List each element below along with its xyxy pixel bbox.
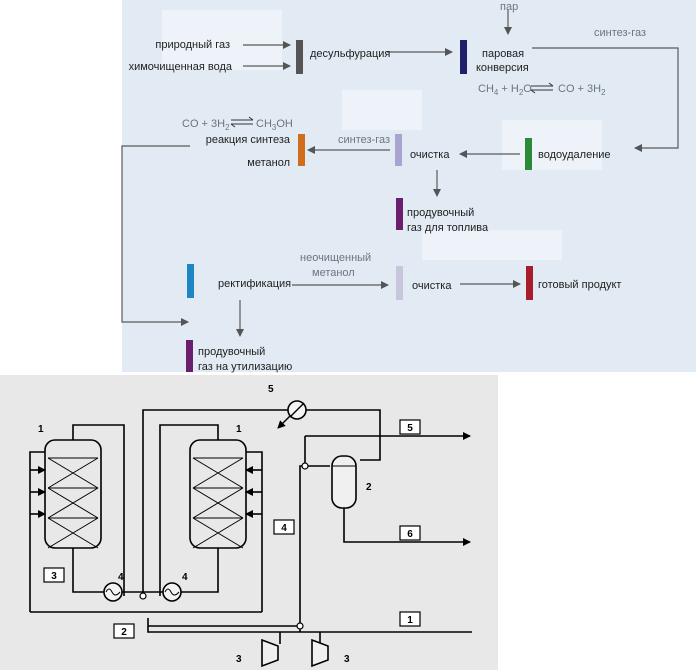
purge-util-marker xyxy=(186,340,193,372)
methanol-synthesis-label-2: метанол xyxy=(247,157,290,169)
exchanger-right-label: 4 xyxy=(182,572,188,583)
box-4-label: 4 xyxy=(281,523,287,534)
rectification-marker xyxy=(187,264,194,298)
numbered-boxes: 3 2 4 5 6 1 xyxy=(43,419,421,639)
junction-dots xyxy=(139,462,309,630)
reactor-right-label: 1 xyxy=(236,424,242,435)
product-marker xyxy=(526,266,533,300)
conversion-marker xyxy=(460,40,467,74)
exchanger-left-label: 4 xyxy=(118,572,124,583)
reaction-conversion: CH4 + H2O xyxy=(478,83,532,97)
reactor-left-label: 1 xyxy=(38,424,44,435)
purge-fuel-marker xyxy=(396,198,403,230)
cooler-5 xyxy=(287,400,307,420)
reactor-right xyxy=(189,439,247,549)
water-removal-marker xyxy=(525,138,532,170)
reaction-conversion-products: CO + 3H2 xyxy=(558,83,606,97)
box-1-label: 1 xyxy=(407,615,413,626)
box-2-label: 2 xyxy=(121,627,127,638)
purge-util-label-1: продувочный xyxy=(198,346,265,358)
top-flow-arrows xyxy=(121,10,679,337)
box-6-label: 6 xyxy=(407,529,413,540)
steam-conversion-label-1: паровая xyxy=(482,48,524,60)
purification1-label: очистка xyxy=(410,149,450,161)
reactor-left xyxy=(44,439,102,549)
purification2-label: очистка xyxy=(412,280,452,292)
box-3-label: 3 xyxy=(51,571,57,582)
steam-label: пар xyxy=(500,1,518,13)
syngas-mid-label: синтез-газ xyxy=(338,134,390,146)
syngas-top-label: синтез-газ xyxy=(594,27,646,39)
box-5-label: 5 xyxy=(407,423,413,434)
purification-marker xyxy=(395,134,402,166)
process-flow-panel xyxy=(122,0,696,372)
heat-exchanger-right xyxy=(162,582,182,602)
schematic-lines xyxy=(29,409,472,644)
separator-2 xyxy=(331,455,357,509)
synthesis-marker xyxy=(298,134,305,166)
cooler-label: 5 xyxy=(268,384,274,395)
treated-water-label: химочищенная вода xyxy=(129,61,233,73)
reaction-synthesis-product: CH3OH xyxy=(256,118,293,132)
rectification-label: ректификация xyxy=(218,278,291,290)
purification2-marker xyxy=(396,266,403,300)
reaction-synthesis: CO + 3H2 xyxy=(182,118,230,132)
purge-util-label-2: газ на утилизацию xyxy=(198,361,292,373)
compressor-right xyxy=(311,638,329,668)
water-removal-label: водоудаление xyxy=(538,149,611,161)
heat-exchanger-left xyxy=(103,582,123,602)
compressor-right-label: 3 xyxy=(344,654,350,665)
separator-label: 2 xyxy=(366,482,372,493)
compressor-left xyxy=(261,638,279,668)
final-product-label: готовый продукт xyxy=(538,279,621,291)
compressor-left-label: 3 xyxy=(236,654,242,665)
cooler-inlet-arrow xyxy=(277,415,291,429)
desulfurization-marker xyxy=(296,40,303,74)
methanol-synthesis-label-1: реакция синтеза xyxy=(206,134,291,146)
purge-fuel-label-2: газ для топлива xyxy=(407,222,489,234)
steam-conversion-label-2: конверсия xyxy=(476,62,529,74)
desulfurization-label: десульфурация xyxy=(310,48,390,60)
purge-fuel-label-1: продувочный xyxy=(407,207,474,219)
crude-methanol-label-2: метанол xyxy=(312,267,355,279)
natural-gas-label: природный газ xyxy=(155,39,230,51)
equilibrium-arrows xyxy=(230,82,554,128)
crude-methanol-label-1: неочищенный xyxy=(300,252,371,264)
